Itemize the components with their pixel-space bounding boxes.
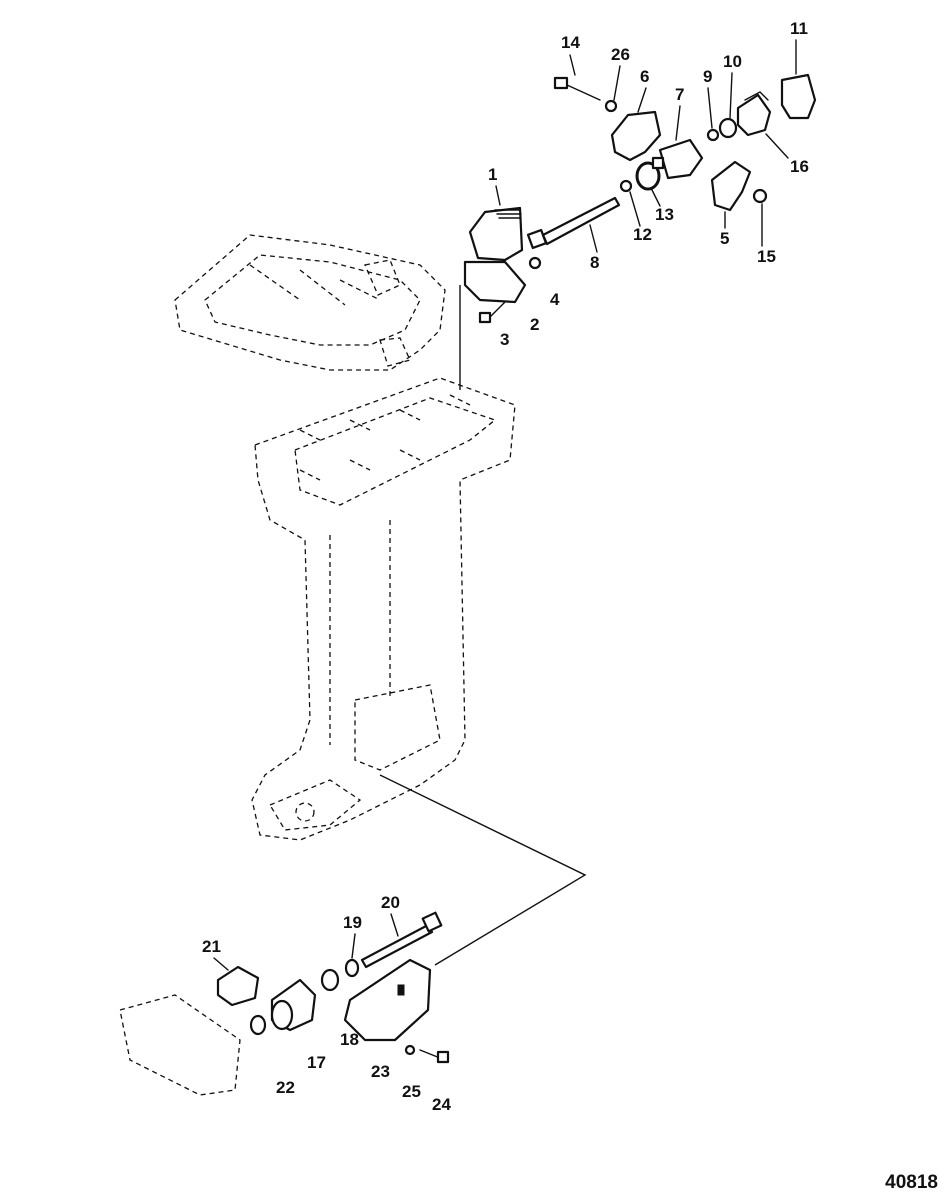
callout-1: 1 — [488, 165, 497, 184]
callout-21: 21 — [202, 937, 221, 956]
callout-3: 3 — [500, 330, 509, 349]
part-9-washer — [706, 128, 720, 142]
part-2-clamp-bracket — [463, 260, 527, 304]
callout-11: 11 — [790, 19, 808, 38]
callout-14: 14 — [561, 33, 580, 52]
callout-9: 9 — [703, 67, 712, 86]
part-11-cap — [780, 73, 817, 120]
part-7-rubber-mount — [651, 138, 704, 180]
part-20-bolt — [360, 911, 443, 969]
part-23-cover-plate — [343, 958, 432, 1042]
part-4-nut — [528, 256, 542, 270]
part-3-bolt — [478, 301, 506, 324]
callout-7: 7 — [675, 85, 684, 104]
steering-handle-outline — [174, 234, 446, 371]
part-13-seal-ring — [635, 161, 661, 191]
part-5-lower-bracket — [710, 160, 752, 212]
callout-19: 19 — [343, 913, 362, 932]
callout-10: 10 — [723, 52, 742, 71]
part-16-clamp — [736, 91, 772, 137]
callout-16: 16 — [790, 157, 809, 176]
callout-25: 25 — [402, 1082, 421, 1101]
catalog-number: 40818 — [885, 1172, 938, 1193]
mount-leader-line — [379, 774, 587, 966]
part-6-upper-bracket — [610, 110, 662, 162]
callout-5: 5 — [720, 229, 729, 248]
callout-6: 6 — [640, 67, 649, 86]
part-10-nut — [718, 117, 738, 139]
part-25-washer — [404, 1044, 416, 1056]
callout-12: 12 — [633, 225, 652, 244]
callout-2: 2 — [530, 315, 539, 334]
part-14-bolt — [553, 76, 601, 101]
part-1-rubber-pad — [468, 206, 524, 262]
part-19-washer — [344, 958, 360, 978]
callout-13: 13 — [655, 205, 674, 224]
part-8-through-bolt — [526, 196, 621, 250]
part-22-washer — [249, 1014, 267, 1036]
callout-15: 15 — [757, 247, 776, 266]
callout-4: 4 — [550, 290, 560, 309]
callout-22: 22 — [276, 1078, 295, 1097]
part-26-washer — [604, 99, 618, 113]
part-17-rubber-mount — [270, 978, 317, 1032]
callout-17: 17 — [307, 1053, 326, 1072]
callout-labels: 1 2 3 4 5 6 7 8 9 10 11 12 13 14 15 16 1… — [202, 19, 809, 1114]
callout-20: 20 — [381, 893, 400, 912]
part-21-bracket-block — [216, 965, 260, 1007]
callout-8: 8 — [590, 253, 599, 272]
part-15-nut — [752, 188, 768, 204]
drive-shaft-housing-outline — [251, 377, 516, 841]
part-18-washer — [320, 968, 340, 992]
part-24-bolt — [419, 1049, 450, 1064]
callout-26: 26 — [611, 45, 630, 64]
callout-23: 23 — [371, 1062, 390, 1081]
callout-18: 18 — [340, 1030, 359, 1049]
callout-24: 24 — [432, 1095, 451, 1114]
lower-housing-fragment — [119, 994, 241, 1096]
part-12-washer — [619, 179, 633, 193]
callout-leaders — [213, 39, 797, 971]
